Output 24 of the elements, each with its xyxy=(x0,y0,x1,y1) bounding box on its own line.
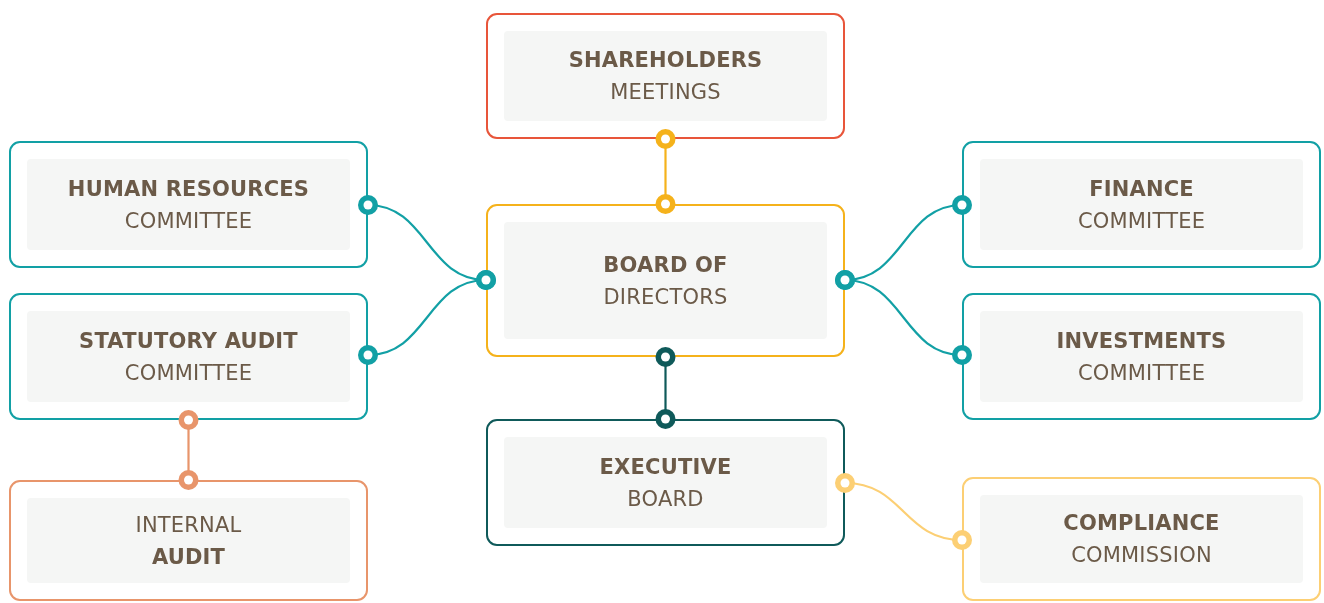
unit-title: FINANCE COMMITTEE xyxy=(1077,175,1206,235)
org-unit-box xyxy=(962,141,1321,268)
unit-title: EXECUTIVE BOARD xyxy=(599,453,732,513)
unit-title: SHAREHOLDERS MEETINGS xyxy=(568,47,763,106)
org-unit-box xyxy=(486,419,845,546)
org-unit-box xyxy=(9,480,368,601)
unit-title: INTERNAL AUDIT xyxy=(135,511,242,571)
org-unit-box xyxy=(9,141,368,268)
unit-title: STATUTORY AUDIT COMMITTEE xyxy=(79,327,298,387)
org-unit-box xyxy=(486,13,845,139)
connector xyxy=(835,270,972,365)
unit-title: INVESTMENTS COMMITTEE xyxy=(1056,327,1227,387)
connector xyxy=(655,129,676,214)
org-unit-box xyxy=(9,293,368,420)
connector xyxy=(835,473,972,550)
unit-title: BOARD OF DIRECTORS xyxy=(603,251,728,311)
connector xyxy=(358,270,496,365)
connector xyxy=(655,347,676,429)
org-unit-box xyxy=(962,293,1321,420)
unit-title: COMPLIANCE COMMISSION xyxy=(1063,510,1220,569)
org-unit-box xyxy=(486,204,845,357)
connector xyxy=(178,410,199,490)
org-unit-box xyxy=(962,477,1321,601)
unit-title: HUMAN RESOURCES COMMITTEE xyxy=(67,175,310,235)
